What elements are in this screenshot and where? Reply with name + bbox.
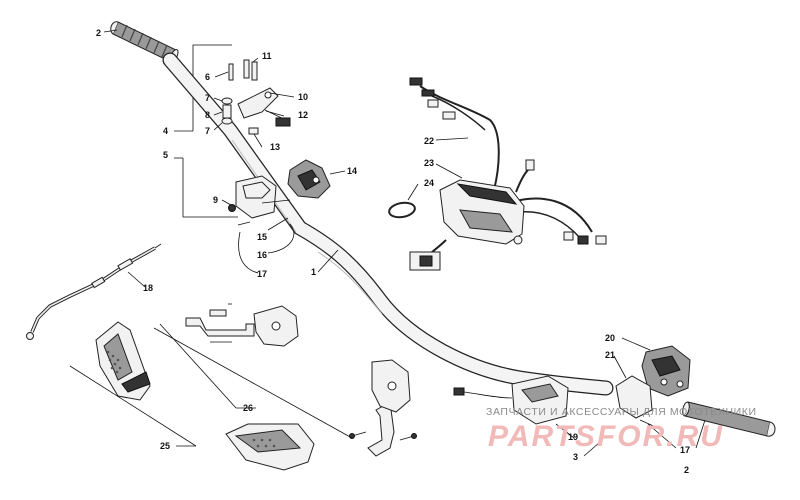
callouts: 2 11 6 10 7 8 12 4 7 13 5 14 9 15 16 17 … bbox=[96, 28, 690, 475]
callout-13: 13 bbox=[270, 142, 280, 152]
hand-guard-mount-left bbox=[185, 303, 299, 347]
right-switch-housing bbox=[453, 375, 569, 425]
callout-17-right: 17 bbox=[680, 445, 690, 455]
watermark-logo: PARTSFOR.RU bbox=[488, 420, 724, 453]
callout-9: 9 bbox=[213, 195, 218, 205]
callout-4: 4 bbox=[163, 126, 168, 136]
right-grip bbox=[682, 401, 776, 437]
left-switch-housing bbox=[228, 175, 291, 226]
throttle-lever-bracket bbox=[615, 375, 659, 429]
callout-2-left: 2 bbox=[96, 28, 101, 38]
callout-1: 1 bbox=[311, 267, 316, 277]
left-switch-assembly bbox=[287, 159, 331, 199]
handlebar bbox=[162, 52, 614, 396]
callout-6: 6 bbox=[205, 72, 210, 82]
callout-7-top: 7 bbox=[205, 93, 210, 103]
callout-20: 20 bbox=[605, 333, 615, 343]
callout-11: 11 bbox=[262, 51, 272, 61]
hand-guard-right bbox=[225, 423, 315, 471]
pins-and-bracket bbox=[221, 59, 291, 135]
bracket-part-4 bbox=[192, 44, 232, 131]
watermark-tagline: ЗАПЧАСТИ И АКСЕССУАРЫ ДЛЯ МОТОТЕХНИКИ bbox=[486, 406, 757, 418]
instrument-display bbox=[439, 179, 525, 245]
callout-8: 8 bbox=[205, 110, 210, 120]
callout-10: 10 bbox=[298, 92, 308, 102]
throttle-cable bbox=[26, 243, 162, 340]
callout-22: 22 bbox=[424, 136, 434, 146]
hand-guard-left bbox=[95, 321, 151, 401]
callout-21: 21 bbox=[605, 350, 615, 360]
wiring-harness bbox=[409, 77, 607, 271]
callout-26: 26 bbox=[243, 403, 253, 413]
callout-12: 12 bbox=[298, 110, 308, 120]
callout-24: 24 bbox=[424, 178, 434, 188]
callout-14: 14 bbox=[347, 166, 357, 176]
leader-lines bbox=[69, 57, 677, 457]
callout-25: 25 bbox=[160, 441, 170, 451]
watermark: ЗАПЧАСТИ И АКСЕССУАРЫ ДЛЯ МОТОТЕХНИКИ PA… bbox=[486, 406, 757, 453]
callout-16: 16 bbox=[257, 250, 267, 260]
callout-23: 23 bbox=[424, 158, 434, 168]
callout-2-right: 2 bbox=[684, 465, 689, 475]
hand-guard-mount-right bbox=[349, 359, 417, 457]
callout-3: 3 bbox=[573, 452, 578, 462]
callout-19: 19 bbox=[568, 432, 578, 442]
callout-7-bottom: 7 bbox=[205, 126, 210, 136]
bracket-part-5 bbox=[182, 158, 238, 218]
callout-17-left: 17 bbox=[257, 269, 267, 279]
callout-5: 5 bbox=[163, 150, 168, 160]
clip-ring bbox=[388, 201, 416, 219]
right-switch-assembly bbox=[641, 345, 691, 397]
callout-15: 15 bbox=[257, 232, 267, 242]
callout-18: 18 bbox=[143, 283, 153, 293]
